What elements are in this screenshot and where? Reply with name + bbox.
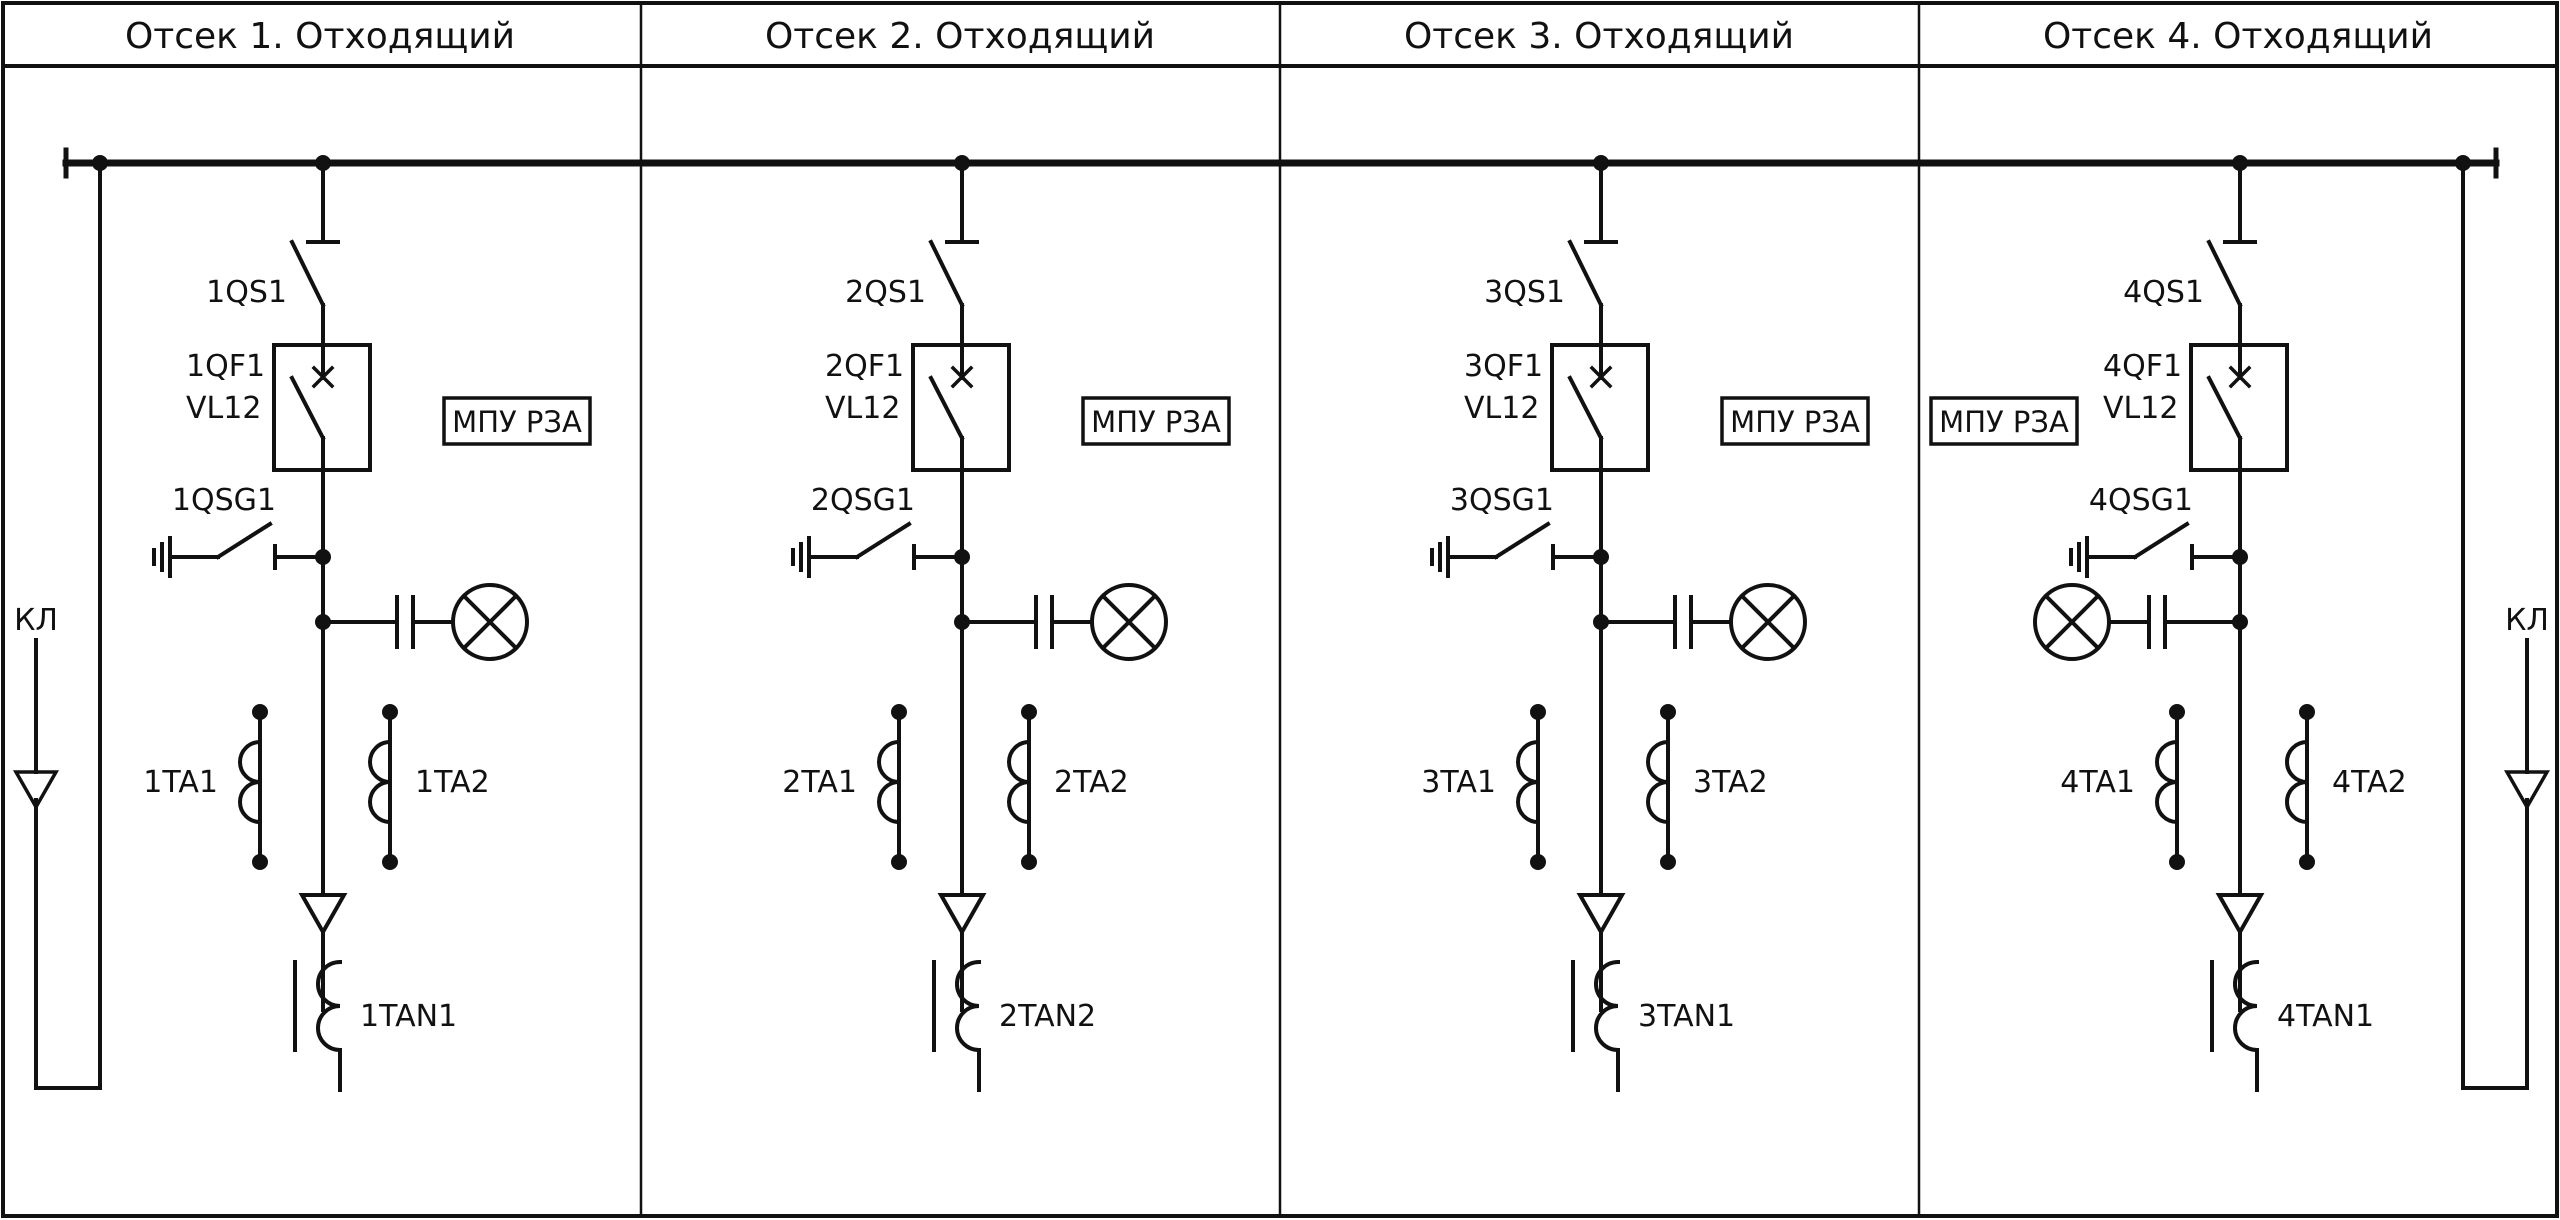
breaker-label: 3QF1 xyxy=(1464,349,1543,384)
bay-2-circuit: МПУ РЗА 2QS1 2QF1 VL12 2QSG1 2TA1 2TA2 2… xyxy=(782,155,1231,1092)
breaker-type-label: VL12 xyxy=(825,391,900,426)
ct2-label: 1TA2 xyxy=(415,765,490,800)
cable-termination xyxy=(1576,893,1626,1012)
switch-label: 3QS1 xyxy=(1484,275,1565,310)
breaker-type-label: VL12 xyxy=(1464,391,1539,426)
bay-1-title: Отсек 1. Отходящий xyxy=(125,16,515,57)
feeder-line xyxy=(945,155,979,897)
indicator-lamp-icon xyxy=(2033,583,2111,661)
relay-protection-box: МПУ РЗА xyxy=(1929,396,2079,446)
earthing-switch-label: 4QSG1 xyxy=(2089,483,2193,518)
relay-label: МПУ РЗА xyxy=(452,405,582,439)
current-transformer-1 xyxy=(877,704,907,870)
current-transformer-1 xyxy=(2155,704,2185,870)
ct1-label: 4TA1 xyxy=(2060,765,2135,800)
earthing-switch-label: 3QSG1 xyxy=(1450,483,1554,518)
cable-termination xyxy=(937,893,987,1012)
cable-termination xyxy=(298,893,348,1012)
circuit-breaker xyxy=(911,343,1011,472)
cable-termination xyxy=(2215,893,2265,1012)
feeder-line xyxy=(1584,155,1618,897)
voltage-transformer xyxy=(2210,959,2260,1092)
switch-label: 4QS1 xyxy=(2123,275,2204,310)
indicator-lamp-icon xyxy=(1090,583,1168,661)
relay-protection-box: МПУ РЗА xyxy=(1081,396,1231,446)
earthing-switch xyxy=(2069,521,2242,578)
earthing-switch xyxy=(152,521,325,578)
breaker-label: 1QF1 xyxy=(186,349,265,384)
voltage-transformer xyxy=(293,959,343,1092)
bay-2-title: Отсек 2. Отходящий xyxy=(765,16,1155,57)
cable-line-right xyxy=(2461,161,2551,1090)
capacitor-indicator xyxy=(315,595,454,649)
breaker-label: 4QF1 xyxy=(2103,349,2182,384)
disconnector-blade xyxy=(928,239,965,308)
capacitor-indicator xyxy=(1593,595,1732,649)
indicator-lamp-icon xyxy=(451,583,529,661)
capacitor-indicator xyxy=(2108,595,2248,649)
bay-4-title: Отсек 4. Отходящий xyxy=(2043,16,2433,57)
bay-3-title: Отсек 3. Отходящий xyxy=(1404,16,1794,57)
ct1-label: 1TA1 xyxy=(143,765,218,800)
current-transformer-2 xyxy=(2285,704,2315,870)
circuit-breaker xyxy=(272,343,372,472)
relay-label: МПУ РЗА xyxy=(1091,405,1221,439)
bay-1-circuit: МПУ РЗА 1QS1 1QF1 VL12 1QSG1 1TA1 1TA2 1… xyxy=(143,155,592,1092)
junction-dot xyxy=(315,549,331,565)
capacitor-indicator xyxy=(954,595,1093,649)
disconnector-blade xyxy=(1567,239,1604,308)
switch-label: 2QS1 xyxy=(845,275,926,310)
current-transformer-2 xyxy=(1646,704,1676,870)
relay-label: МПУ РЗА xyxy=(1730,405,1860,439)
breaker-type-label: VL12 xyxy=(2103,391,2178,426)
cable-line-left xyxy=(12,161,102,1090)
junction-dot xyxy=(954,549,970,565)
relay-protection-box: МПУ РЗА xyxy=(1720,396,1870,446)
earthing-switch xyxy=(791,521,964,578)
earthing-switch xyxy=(1430,521,1603,578)
breaker-label: 2QF1 xyxy=(825,349,904,384)
current-transformer-2 xyxy=(368,704,398,870)
indicator-lamp-icon xyxy=(1729,583,1807,661)
cable-left-label: КЛ xyxy=(14,603,58,638)
voltage-transformer-label: 1TAN1 xyxy=(360,999,457,1034)
feeder-line xyxy=(2223,155,2257,897)
current-transformer-2 xyxy=(1007,704,1037,870)
bay-4-circuit: МПУ РЗА 4QS1 4QF1 VL12 4QSG1 4TA1 4TA2 4… xyxy=(1929,155,2407,1092)
junction-dot xyxy=(2232,549,2248,565)
junction-dot xyxy=(1593,549,1609,565)
ct2-label: 3TA2 xyxy=(1693,765,1768,800)
relay-protection-box: МПУ РЗА xyxy=(442,396,592,446)
voltage-transformer-label: 2TAN2 xyxy=(999,999,1096,1034)
current-transformer-1 xyxy=(1516,704,1546,870)
disconnector-blade xyxy=(2206,239,2243,308)
disconnector-blade xyxy=(289,239,326,308)
ct2-label: 4TA2 xyxy=(2332,765,2407,800)
voltage-transformer xyxy=(1571,959,1621,1092)
bay-3-circuit: МПУ РЗА 3QS1 3QF1 VL12 3QSG1 3TA1 3TA2 3… xyxy=(1421,155,1870,1092)
current-transformer-1 xyxy=(238,704,268,870)
cable-right-label: КЛ xyxy=(2505,603,2549,638)
voltage-transformer-label: 4TAN1 xyxy=(2277,999,2374,1034)
switch-label: 1QS1 xyxy=(206,275,287,310)
ct1-label: 2TA1 xyxy=(782,765,857,800)
voltage-transformer-label: 3TAN1 xyxy=(1638,999,1735,1034)
ct1-label: 3TA1 xyxy=(1421,765,1496,800)
ct2-label: 2TA2 xyxy=(1054,765,1129,800)
voltage-transformer xyxy=(932,959,982,1092)
feeder-line xyxy=(306,155,340,897)
circuit-breaker xyxy=(1550,343,1650,472)
relay-label: МПУ РЗА xyxy=(1939,405,2069,439)
circuit-breaker xyxy=(2189,343,2289,472)
earthing-switch-label: 2QSG1 xyxy=(811,483,915,518)
earthing-switch-label: 1QSG1 xyxy=(172,483,276,518)
breaker-type-label: VL12 xyxy=(186,391,261,426)
